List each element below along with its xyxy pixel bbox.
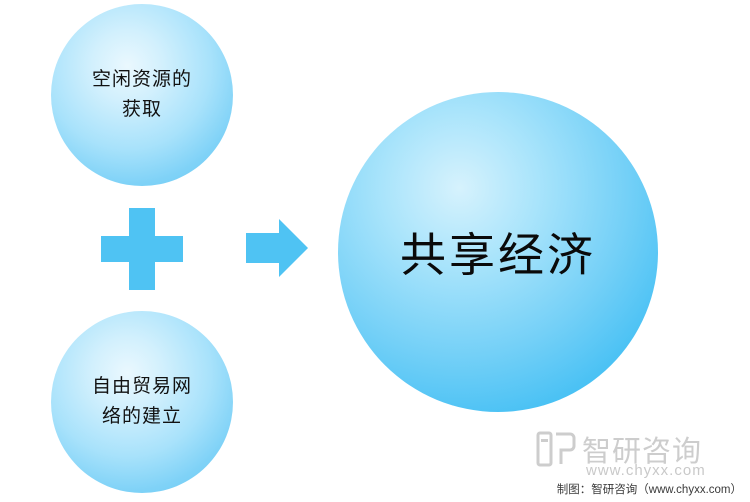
watermark-logo: 智研咨询 [536, 424, 736, 474]
brand-mark-icon [536, 429, 576, 469]
node-idle-resource-acquisition: 空闲资源的 获取 [51, 4, 233, 186]
arrow-right-icon [246, 219, 308, 277]
credit-text: 制图：智研咨询（www.chyxx.com） [556, 484, 742, 496]
watermark-url-text: www.chyxx.com [586, 462, 706, 479]
plus-icon-vertical-bar [129, 208, 155, 290]
node-label: 共享经济 [400, 229, 596, 281]
node-free-trade-network: 自由贸易网 络的建立 [51, 311, 233, 493]
watermark-brand-text: 智研咨询 [582, 434, 703, 468]
node-label: 自由贸易网 络的建立 [91, 376, 192, 427]
node-label: 空闲资源的 获取 [91, 69, 192, 120]
plus-icon [101, 208, 183, 290]
node-sharing-economy: 共享经济 [338, 92, 658, 412]
